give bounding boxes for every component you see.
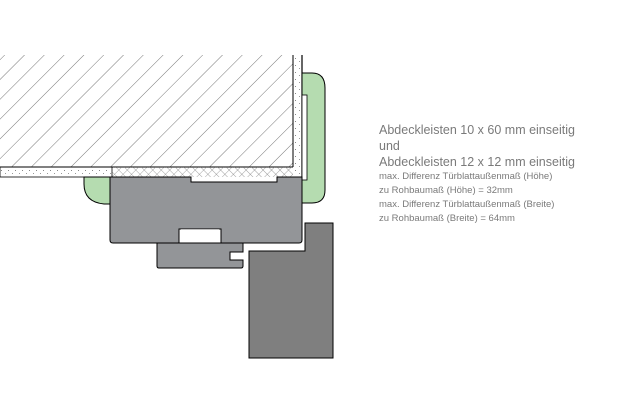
trim-right [301,72,326,204]
plaster-right [293,55,302,177]
note-line-5: zu Rohbaumaß (Höhe) = 32mm [379,185,513,196]
note-line-4: max. Differenz Türblattaußenmaß (Höhe) [379,171,553,182]
note-line-7: zu Rohbaumaß (Breite) = 64mm [379,213,515,224]
note-line-6: max. Differenz Türblattaußenmaß (Breite) [379,199,555,210]
trim-left [83,176,112,205]
note-line-1: Abdeckleisten 10 x 60 mm einseitig [379,123,575,137]
note-line-2: und [379,139,400,153]
wall-hatched [0,55,293,167]
insulation-strip [112,167,293,177]
plaster-bottom [0,166,113,178]
frame-lower [156,242,244,269]
frame-main [109,176,303,244]
door-leaf [248,222,334,359]
notes: Abdeckleisten 10 x 60 mm einseitig und A… [379,122,575,226]
note-line-3: Abdeckleisten 12 x 12 mm einseitig [379,155,575,169]
